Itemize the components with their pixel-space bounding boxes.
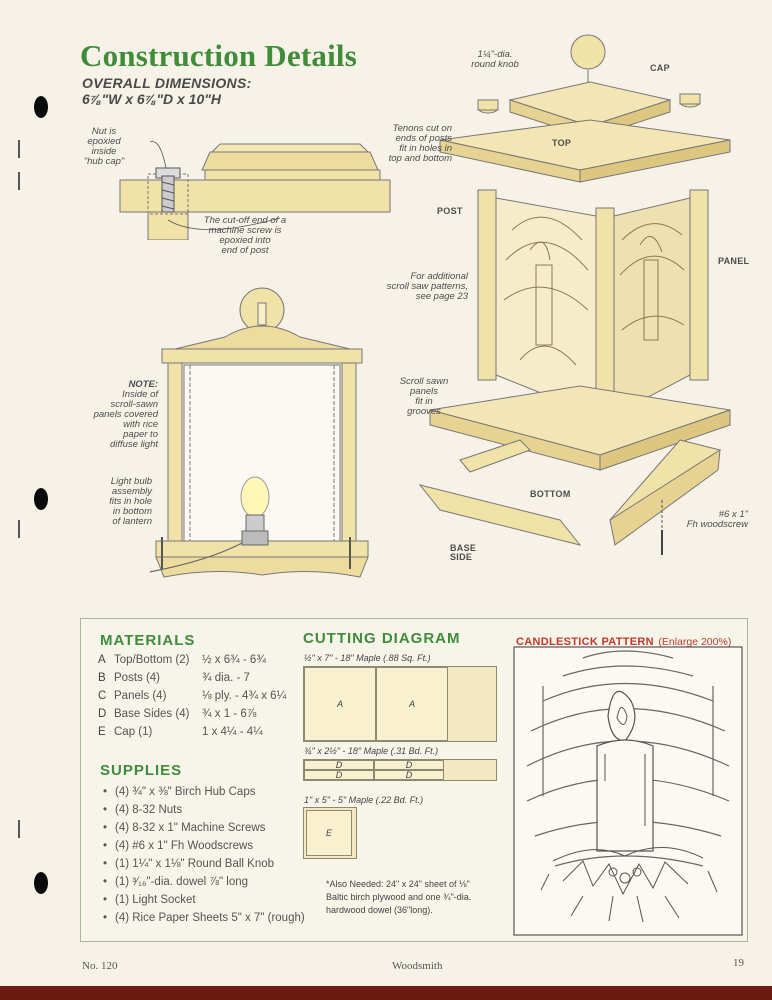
supply-item: •(4) ¾" x ⅜" Birch Hub Caps xyxy=(103,786,256,798)
board-3-label: 1" x 5" - 5" Maple (.22 Bd. Ft.) xyxy=(304,795,424,805)
supply-item: •(4) 8-32 Nuts xyxy=(103,804,183,816)
cutting-diagram-heading: CUTTING DIAGRAM xyxy=(303,630,461,647)
dimensions-value: 6⅞"W x 6⅞"D x 10"H xyxy=(82,91,221,107)
woodscrew-callout: #6 x 1"Fh woodscrew xyxy=(686,509,748,530)
page-title: Construction Details xyxy=(80,38,357,73)
supply-item: •(1) 1¼" x 1⅛" Round Ball Knob xyxy=(103,858,275,870)
board-1-label: ½" x 7" - 18" Maple (.88 Sq. Ft.) xyxy=(304,653,431,663)
bottom-label: BOTTOM xyxy=(530,489,571,499)
supply-item: •(1) Light Socket xyxy=(103,894,196,906)
piece-d: D xyxy=(374,760,444,770)
supply-item: •(4) #6 x 1" Fh Woodscrews xyxy=(103,840,254,852)
binder-hole xyxy=(34,488,48,510)
margin-mark xyxy=(18,820,20,838)
panel-label: PANEL xyxy=(718,256,750,266)
piece-e: E xyxy=(306,810,352,856)
piece-d: D xyxy=(304,770,374,780)
also-needed-note: *Also Needed: 24" x 24" sheet of ⅛"Balti… xyxy=(326,879,472,916)
candlestick-pattern-illustration xyxy=(513,646,743,936)
magazine-name: Woodsmith xyxy=(392,960,443,972)
lantern-cutaway-illustration xyxy=(150,287,369,578)
supply-item: •(4) Rice Paper Sheets 5" x 7" (rough) xyxy=(103,912,305,924)
top-label: TOP xyxy=(552,138,572,148)
piece-a: A xyxy=(376,667,448,741)
margin-mark xyxy=(18,520,20,538)
hub-cap-detail-illustration xyxy=(119,141,391,240)
piece-a: A xyxy=(304,667,376,741)
page-number: 19 xyxy=(733,957,744,969)
knob-callout: 1¼"-dia.round knob xyxy=(471,49,519,70)
piece-d: D xyxy=(304,760,374,770)
post-label: POST xyxy=(437,206,463,216)
binder-hole xyxy=(34,96,48,118)
supply-item: •(1) ³⁄₁₆"-dia. dowel ⅞" long xyxy=(103,876,249,888)
dimensions-label: OVERALL DIMENSIONS: xyxy=(82,75,252,91)
supplies-heading: SUPPLIES xyxy=(100,762,183,779)
cap-label: CAP xyxy=(650,63,670,73)
board-2-label: ¾" x 2½" - 18" Maple (.31 Bd. Ft.) xyxy=(304,746,439,756)
margin-mark xyxy=(18,140,20,158)
exploded-view-illustration xyxy=(418,34,731,555)
page-edge-strip xyxy=(0,986,772,1000)
issue-number: No. 120 xyxy=(82,960,118,972)
margin-mark xyxy=(18,172,20,190)
binder-hole xyxy=(34,872,48,894)
materials-heading: MATERIALS xyxy=(100,632,196,649)
piece-d: D xyxy=(374,770,444,780)
supply-item: •(4) 8-32 x 1" Machine Screws xyxy=(103,822,266,834)
pattern-heading: CANDLESTICK PATTERN (Enlarge 200%) xyxy=(516,636,732,648)
